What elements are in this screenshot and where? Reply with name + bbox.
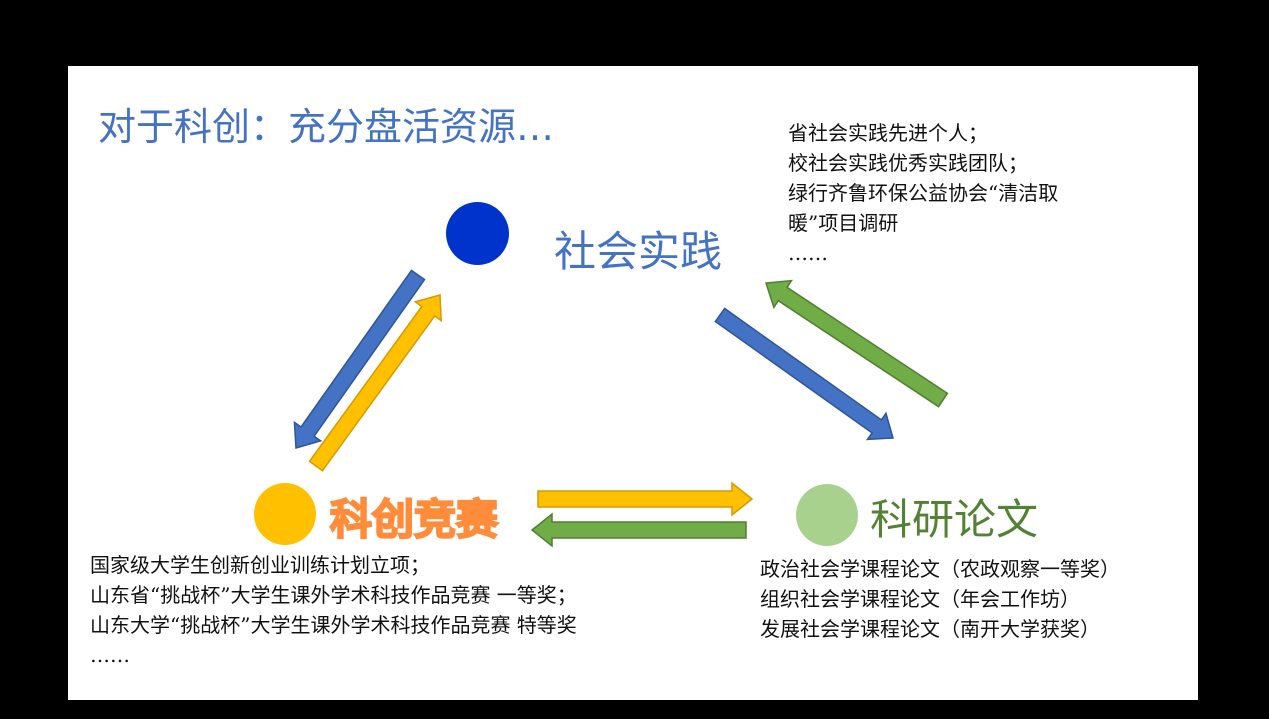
- note-line: ……: [788, 241, 828, 265]
- arrows-layer: [293, 269, 949, 548]
- competition-notes: 国家级大学生创新创业训练计划立项； 山东省“挑战杯”大学生课外学术科技作品竞赛 …: [90, 550, 577, 670]
- research-paper-node: [796, 484, 858, 546]
- arrow-social-to-paper: [714, 307, 894, 441]
- arrow-competition-to-paper: [537, 481, 754, 517]
- note-line: 山东大学“挑战杯”大学生课外学术科技作品竞赛 特等奖: [90, 613, 577, 637]
- note-line: 发展社会学课程论文（南开大学获奖）: [760, 617, 1100, 641]
- arrow-paper-to-social: [764, 279, 949, 408]
- social-practice-node: [446, 202, 509, 265]
- slide: 对于科创：充分盘活资源… 社会实践 科创竞赛 科研论文 省社会实践先进个人； 校…: [68, 66, 1198, 700]
- note-line: 绿行齐鲁环保公益协会“清洁取: [788, 181, 1059, 205]
- note-line: 校社会实践优秀实践团队；: [788, 151, 1028, 175]
- research-paper-notes: 政治社会学课程论文（农政观察一等奖） 组织社会学课程论文（年会工作坊） 发展社会…: [760, 554, 1120, 644]
- competition-label: 科创竞赛: [329, 494, 499, 545]
- note-line: 省社会实践先进个人；: [788, 121, 988, 145]
- research-paper-label: 科研论文: [870, 495, 1039, 544]
- social-practice-label: 社会实践: [554, 227, 723, 276]
- note-line: 山东省“挑战杯”大学生课外学术科技作品竞赛 一等奖；: [90, 583, 577, 607]
- competition-node: [254, 483, 316, 545]
- note-line: 政治社会学课程论文（农政观察一等奖）: [760, 557, 1120, 581]
- note-line: 暖”项目调研: [788, 211, 899, 235]
- slide-title: 对于科创：充分盘活资源…: [98, 105, 555, 149]
- social-practice-notes: 省社会实践先进个人； 校社会实践优秀实践团队； 绿行齐鲁环保公益协会“清洁取 暖…: [788, 118, 1058, 268]
- note-line: ……: [90, 643, 130, 667]
- arrow-social-to-competition: [293, 269, 426, 449]
- arrow-paper-to-competition: [530, 512, 747, 548]
- note-line: 组织社会学课程论文（年会工作坊）: [760, 587, 1080, 611]
- note-line: 国家级大学生创新创业训练计划立项；: [90, 553, 430, 577]
- arrow-competition-to-social: [308, 294, 443, 472]
